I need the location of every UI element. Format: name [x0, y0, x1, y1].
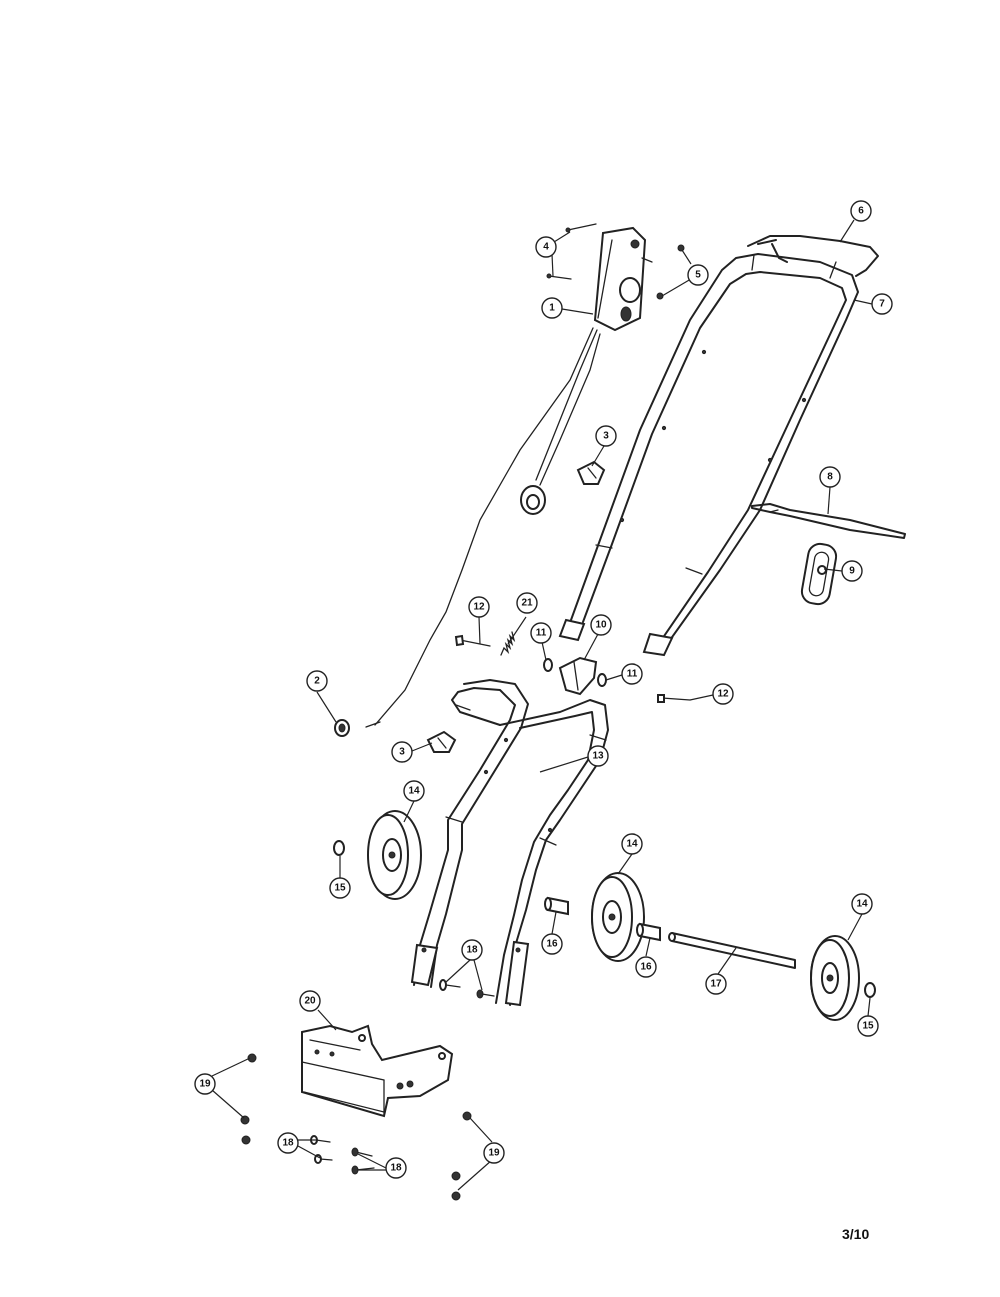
svg-text:16: 16: [640, 962, 652, 973]
svg-text:7: 7: [879, 299, 885, 310]
svg-text:8: 8: [827, 472, 833, 483]
bolt-part: [454, 634, 691, 703]
screw-part: [546, 223, 597, 280]
svg-text:16: 16: [546, 939, 558, 950]
callout-16: 16: [635, 956, 657, 978]
nut-part: [240, 1053, 472, 1201]
callout-8: 8: [819, 466, 841, 488]
clamp-part: [426, 730, 457, 753]
svg-text:15: 15: [334, 883, 346, 894]
clamp-part: [576, 460, 606, 485]
svg-text:18: 18: [466, 945, 478, 956]
wheel-part: [591, 872, 645, 962]
callout-2: 2: [306, 670, 328, 692]
callout-14: 14: [621, 833, 643, 855]
callout-20: 20: [299, 990, 321, 1012]
svg-text:18: 18: [390, 1163, 402, 1174]
hubcap-part: [333, 840, 876, 998]
svg-text:18: 18: [282, 1138, 294, 1149]
svg-text:1: 1: [549, 303, 555, 314]
svg-text:19: 19: [488, 1148, 500, 1159]
callout-17: 17: [705, 973, 727, 995]
callout-3: 3: [391, 741, 413, 763]
upper-handle-part: [558, 253, 859, 657]
spring-part: [500, 631, 516, 656]
svg-text:9: 9: [849, 566, 855, 577]
nut-part: [656, 244, 685, 300]
callout-18: 18: [461, 939, 483, 961]
svg-text:11: 11: [536, 628, 547, 639]
callout-11: 11: [621, 663, 643, 685]
svg-text:3: 3: [399, 747, 405, 758]
wheel-part: [810, 935, 860, 1021]
svg-text:12: 12: [473, 602, 485, 613]
callout-4: 4: [535, 236, 557, 258]
svg-text:19: 19: [199, 1079, 211, 1090]
callout-12: 12: [712, 683, 734, 705]
svg-text:20: 20: [304, 996, 316, 1007]
wheel-part: [367, 810, 422, 900]
svg-text:5: 5: [695, 270, 701, 281]
svg-text:3: 3: [603, 431, 609, 442]
callout-14: 14: [851, 893, 873, 915]
callout-7: 7: [871, 293, 893, 315]
callout-19: 19: [194, 1073, 216, 1095]
callout-18: 18: [385, 1157, 407, 1179]
svg-text:12: 12: [717, 689, 729, 700]
svg-text:17: 17: [710, 979, 722, 990]
callout-15: 15: [857, 1015, 879, 1037]
svg-text:4: 4: [543, 242, 549, 253]
callout-6: 6: [850, 200, 872, 222]
callout-5: 5: [687, 264, 709, 286]
cable-part: [365, 327, 601, 728]
svg-text:6: 6: [858, 206, 864, 217]
callout-10: 10: [590, 614, 612, 636]
bushing-part: [544, 896, 661, 942]
control-box-part: [593, 226, 653, 332]
cable-guide-part: [800, 542, 838, 606]
bolt-part: [439, 979, 495, 999]
bolt-part: [310, 1135, 375, 1175]
callout-18: 18: [277, 1132, 299, 1154]
spacer-bar-part: [751, 503, 906, 539]
callout-1: 1: [541, 297, 563, 319]
callout-15: 15: [329, 877, 351, 899]
svg-text:13: 13: [592, 751, 604, 762]
leader-lines: [211, 219, 873, 1191]
svg-text:10: 10: [595, 620, 607, 631]
callout-21: 21: [516, 592, 538, 614]
callout-12: 12: [468, 596, 490, 618]
svg-text:14: 14: [408, 786, 420, 797]
svg-text:15: 15: [862, 1021, 874, 1032]
axle-part: [668, 932, 796, 969]
svg-text:11: 11: [627, 669, 638, 680]
callout-16: 16: [541, 933, 563, 955]
callout-14: 14: [403, 780, 425, 802]
svg-text:14: 14: [626, 839, 638, 850]
callout-13: 13: [587, 745, 609, 767]
svg-text:2: 2: [314, 676, 320, 687]
lower-handle-part: [410, 679, 609, 1007]
callout-3: 3: [595, 425, 617, 447]
svg-text:14: 14: [856, 899, 868, 910]
callout-11: 11: [530, 622, 552, 644]
callout-19: 19: [483, 1142, 505, 1164]
svg-text:21: 21: [521, 598, 533, 609]
knob-assembly-part: [543, 656, 607, 696]
nut-part: [334, 719, 350, 737]
mounting-bracket-part: [301, 1024, 454, 1118]
callout-9: 9: [841, 560, 863, 582]
page-number: 3/10: [842, 1226, 870, 1242]
bail-handle-part: [747, 235, 879, 277]
